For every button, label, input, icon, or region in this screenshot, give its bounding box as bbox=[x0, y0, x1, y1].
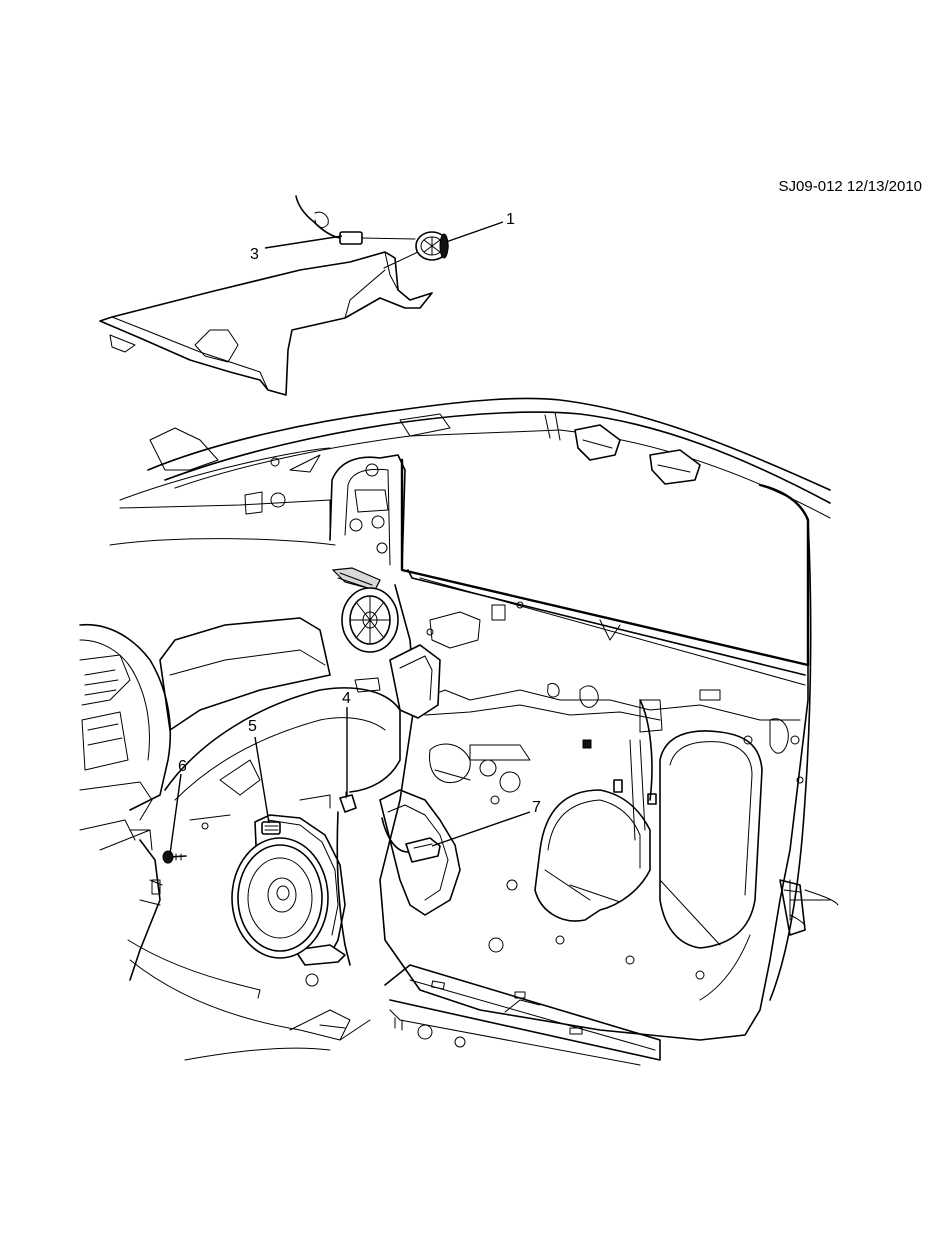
pillar-trim-panel bbox=[99, 251, 433, 396]
door-speaker-harness bbox=[336, 791, 441, 966]
a-pillar-inner bbox=[329, 454, 406, 571]
callout-7: 7 bbox=[532, 799, 541, 816]
drawing-id: SJ09-012 12/13/2010 bbox=[778, 178, 922, 195]
callout-1: 1 bbox=[506, 211, 515, 228]
door-speaker bbox=[231, 814, 346, 966]
callout-6: 6 bbox=[178, 758, 187, 775]
tweeter-wiring-harness bbox=[295, 195, 419, 269]
tweeter-speaker bbox=[415, 231, 449, 261]
door-frame bbox=[379, 458, 839, 1066]
door-panel-fastener bbox=[162, 850, 187, 864]
body-roof-rail bbox=[109, 397, 831, 546]
door-tweeter-grille bbox=[331, 567, 399, 653]
callout-5: 5 bbox=[248, 718, 257, 735]
callout-3: 3 bbox=[250, 246, 259, 263]
door-trim-outline bbox=[99, 677, 401, 1061]
callout-4: 4 bbox=[342, 690, 351, 707]
callout-leaders bbox=[169, 221, 531, 855]
instrument-panel bbox=[79, 617, 441, 841]
callout-labels: 1 3 4 5 6 7 bbox=[178, 211, 541, 816]
